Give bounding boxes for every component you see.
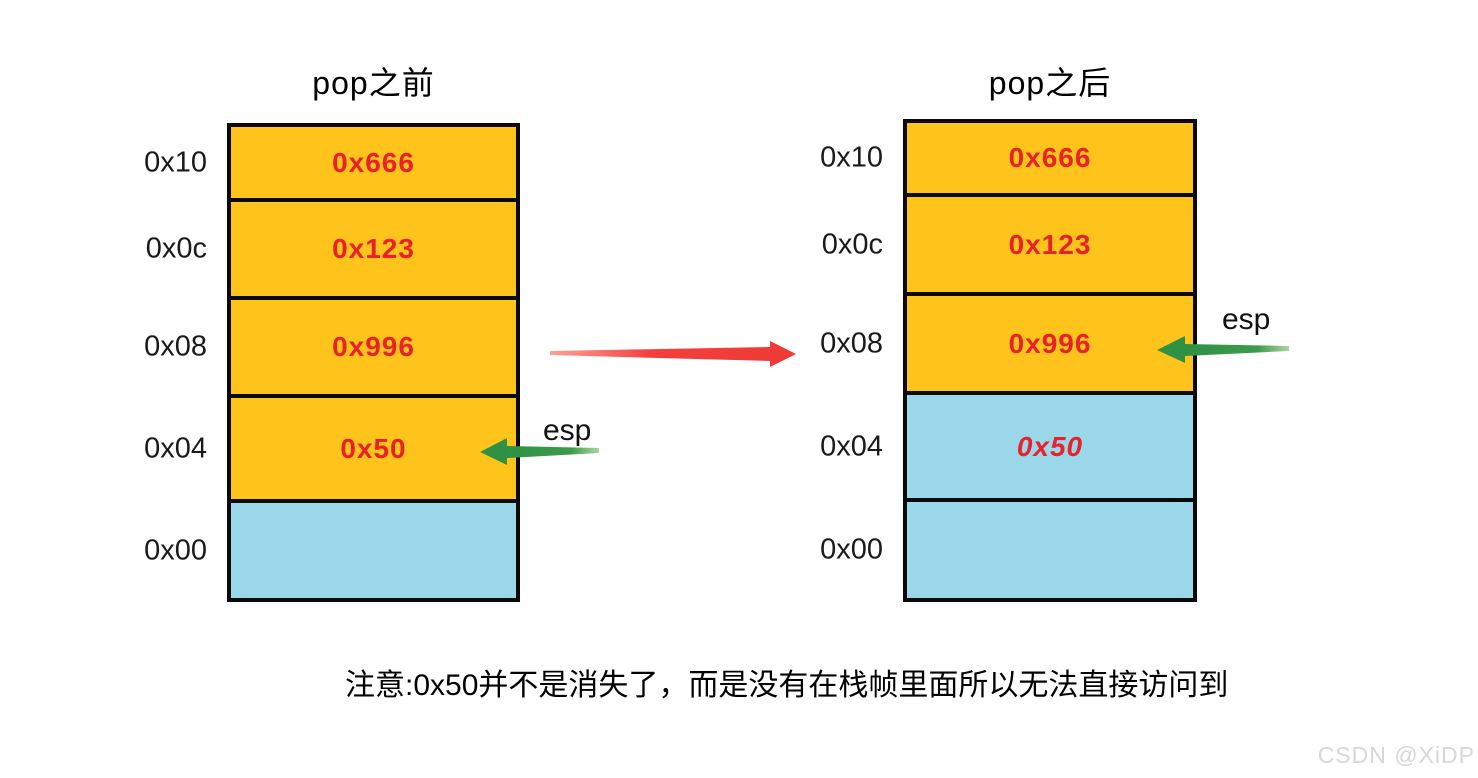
cell-value: 0x996	[332, 331, 415, 362]
address-label: 0x00	[820, 533, 883, 566]
cell-value: 0x123	[332, 233, 415, 264]
stack-cell: 0x0c 0x123	[146, 202, 516, 300]
pop-transition-arrow-icon	[550, 341, 796, 367]
esp-pointer-arrow-left-icon	[480, 438, 599, 465]
cell-value: 0x123	[1008, 228, 1092, 260]
stack-cell: 0x00	[820, 502, 1193, 598]
cell-value: 0x996	[1008, 327, 1092, 359]
left-stack-title: pop之前	[312, 65, 435, 101]
address-label: 0x04	[144, 432, 207, 464]
watermark: CSDN @XiDP	[1317, 742, 1475, 768]
esp-label-left: esp	[543, 414, 592, 447]
cell-value: 0x666	[332, 146, 415, 178]
stack-cell: 0x10 0x666	[820, 123, 1193, 197]
esp-pointer-arrow-right-icon	[1157, 336, 1289, 363]
stack-cell: 0x08 0x996	[144, 300, 516, 398]
address-label: 0x0c	[145, 232, 207, 265]
stack-cell: 0x00	[144, 503, 516, 598]
stack-cell: 0x0c 0x123	[822, 197, 1193, 296]
stack-cell: 0x04 0x50	[144, 398, 516, 503]
stack-cell: 0x08 0x996	[820, 296, 1193, 395]
stack-before-pop: 0x10 0x666 0x0c 0x123 0x08 0x996 0x04 0x…	[144, 123, 520, 602]
address-label: 0x04	[820, 430, 883, 462]
cell-value: 0x50	[340, 432, 407, 464]
stack-cell: 0x10 0x666	[144, 127, 516, 202]
stack-cell: 0x04 0x50	[820, 395, 1193, 502]
address-label: 0x10	[144, 146, 207, 178]
address-label: 0x10	[820, 141, 883, 174]
note-text: 注意:0x50并不是消失了，而是没有在栈帧里面所以无法直接访问到	[345, 669, 1229, 702]
right-stack-title: pop之后	[988, 65, 1112, 101]
stack-after-pop: 0x10 0x666 0x0c 0x123 0x08 0x996 0x04 0x…	[820, 119, 1197, 602]
address-label: 0x08	[144, 330, 207, 363]
address-label: 0x00	[144, 534, 207, 566]
cell-value: 0x666	[1008, 142, 1092, 173]
address-label: 0x0c	[821, 228, 883, 260]
address-label: 0x08	[820, 327, 883, 359]
esp-label-right: esp	[1222, 303, 1271, 336]
cell-value: 0x50	[1016, 430, 1084, 462]
